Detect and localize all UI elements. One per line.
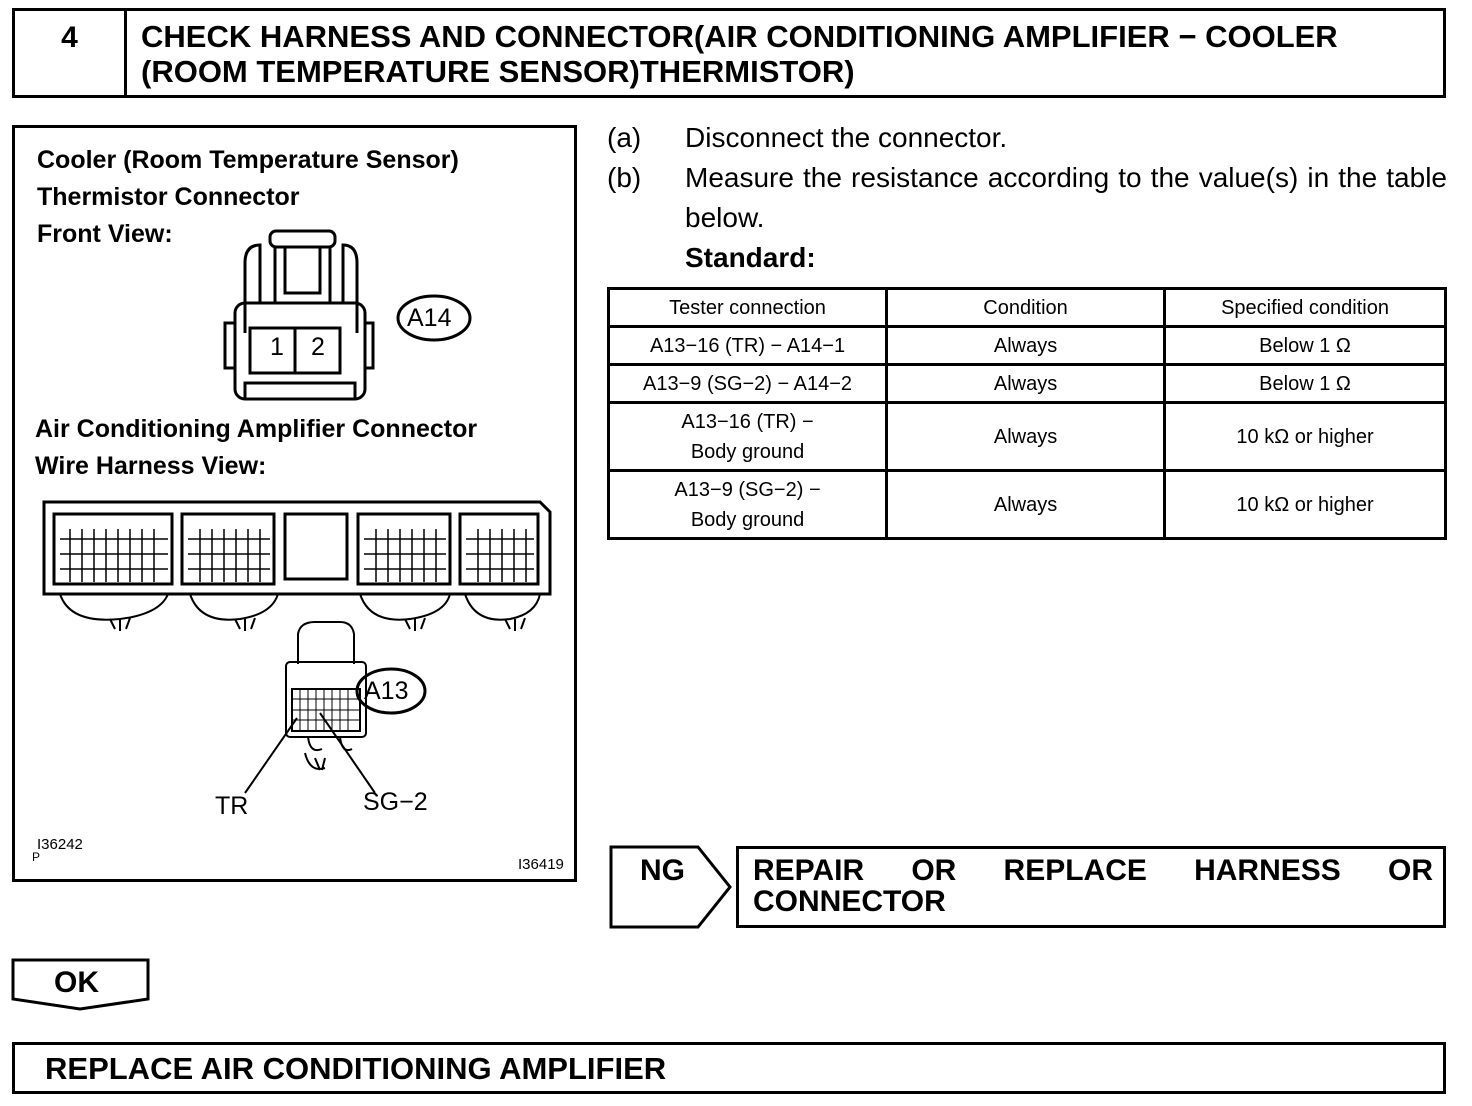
step-title-line1: CHECK HARNESS AND CONNECTOR(AIR CONDITIO… bbox=[141, 19, 1338, 54]
sensor-label-line3: Front View: bbox=[37, 220, 173, 248]
ok-label: OK bbox=[54, 966, 99, 999]
ng-result-text: REPAIR OR REPLACE HARNESS OR CONNECTOR bbox=[753, 854, 1433, 918]
ok-arrow-box bbox=[11, 958, 150, 1011]
standard-label: Standard: bbox=[685, 242, 816, 273]
table-cell: Always bbox=[885, 363, 1167, 404]
table-cell: Below 1 Ω bbox=[1163, 325, 1447, 366]
table-header: Tester connection bbox=[606, 287, 889, 328]
table-row: A13−16 (TR) − A14−1 Always Below 1 Ω bbox=[606, 325, 1447, 366]
table-cell: 10 kΩ or higher bbox=[1163, 469, 1447, 540]
terminal-leader-lines bbox=[244, 712, 376, 794]
step-a-text: Disconnect the connector. bbox=[685, 122, 1008, 153]
step-title: CHECK HARNESS AND CONNECTOR(AIR CONDITIO… bbox=[141, 19, 1433, 89]
terminal-sg2-label: SG−2 bbox=[363, 788, 428, 816]
ng-arrow-box bbox=[609, 845, 732, 929]
table-header-row: Tester connection Condition Specified co… bbox=[606, 287, 1447, 328]
ng-label: NG bbox=[640, 854, 685, 887]
step-b-letter: (b) bbox=[607, 162, 642, 193]
figure-code-left-sub: P bbox=[32, 850, 41, 864]
step-title-line2: (ROOM TEMPERATURE SENSOR)THERMISTOR) bbox=[141, 54, 855, 89]
a14-badge-outline bbox=[396, 294, 472, 342]
resistance-spec-table: Tester connection Condition Specified co… bbox=[606, 287, 1447, 540]
table-row: A13−9 (SG−2) − A14−2 Always Below 1 Ω bbox=[606, 363, 1447, 404]
step-a: (a) Disconnect the connector. bbox=[607, 118, 1447, 158]
step-a-letter: (a) bbox=[607, 122, 642, 153]
table-header: Specified condition bbox=[1163, 287, 1447, 328]
amplifier-connector-drawing bbox=[42, 500, 552, 752]
connector-diagram: Cooler (Room Temperature Sensor) Thermis… bbox=[12, 125, 577, 882]
sensor-connector-label: Cooler (Room Temperature Sensor) Thermis… bbox=[37, 142, 459, 253]
ng-result-box: REPAIR OR REPLACE HARNESS OR CONNECTOR bbox=[736, 846, 1446, 928]
a14-badge: A14 bbox=[407, 304, 452, 332]
table-cell: A13−9 (SG−2) − Body ground bbox=[606, 469, 889, 540]
table-row: A13−16 (TR) − Body ground Always 10 kΩ o… bbox=[606, 401, 1447, 472]
sensor-label-line2: Thermistor Connector bbox=[37, 183, 300, 211]
table-cell-line: A13−16 (TR) − bbox=[681, 410, 814, 433]
terminal-tr-label: TR bbox=[215, 792, 249, 820]
step-b: (b) Measure the resistance according to … bbox=[607, 158, 1447, 238]
a13-badge: A13 bbox=[364, 677, 409, 705]
table-cell: A13−16 (TR) − Body ground bbox=[606, 401, 889, 472]
table-cell: Always bbox=[885, 325, 1167, 366]
amp-label-line1: Air Conditioning Amplifier Connector bbox=[35, 415, 478, 443]
figure-code-left: I36242 bbox=[37, 836, 83, 853]
a14-connector-drawing bbox=[223, 229, 375, 401]
pin-2-label: 2 bbox=[311, 333, 325, 361]
table-cell-line: Body ground bbox=[690, 440, 805, 463]
table-cell: Always bbox=[885, 469, 1167, 540]
pin-1-label: 1 bbox=[270, 333, 284, 361]
sensor-label-line1: Cooler (Room Temperature Sensor) bbox=[37, 146, 459, 174]
table-cell: 10 kΩ or higher bbox=[1163, 401, 1447, 472]
step-b-text: Measure the resistance according to the … bbox=[685, 162, 1447, 233]
step-number: 4 bbox=[15, 11, 127, 95]
step-header: 4 CHECK HARNESS AND CONNECTOR(AIR CONDIT… bbox=[12, 8, 1446, 98]
a13-badge-outline bbox=[355, 667, 427, 715]
figure-code-right: I36419 bbox=[518, 856, 564, 873]
table-cell: A13−16 (TR) − A14−1 bbox=[606, 325, 889, 366]
final-action-text: REPLACE AIR CONDITIONING AMPLIFIER bbox=[45, 1051, 667, 1086]
amp-label-line2: Wire Harness View: bbox=[35, 452, 267, 480]
table-cell-line: Body ground bbox=[690, 508, 805, 531]
amplifier-connector-label: Air Conditioning Amplifier Connector Wir… bbox=[35, 411, 477, 485]
table-row: A13−9 (SG−2) − Body ground Always 10 kΩ … bbox=[606, 469, 1447, 540]
final-action-box: REPLACE AIR CONDITIONING AMPLIFIER bbox=[12, 1042, 1446, 1094]
table-cell: Always bbox=[885, 401, 1167, 472]
table-header: Condition bbox=[885, 287, 1167, 328]
table-cell: A13−9 (SG−2) − A14−2 bbox=[606, 363, 889, 404]
table-cell: Below 1 Ω bbox=[1163, 363, 1447, 404]
table-cell-line: A13−9 (SG−2) − bbox=[674, 478, 821, 501]
